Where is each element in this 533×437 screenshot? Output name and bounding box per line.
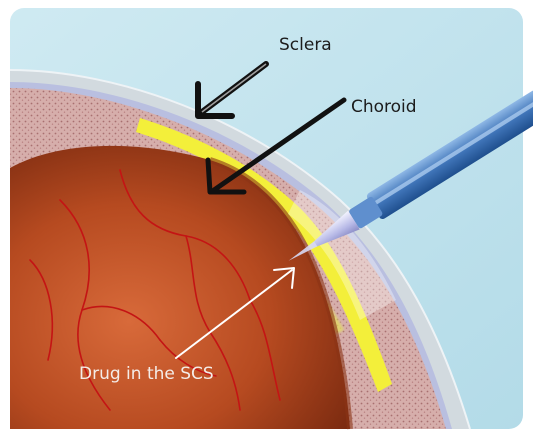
- label-sclera: Sclera: [279, 37, 332, 54]
- label-choroid: Choroid: [351, 99, 417, 116]
- label-drug-in-scs: Drug in the SCS: [79, 366, 214, 383]
